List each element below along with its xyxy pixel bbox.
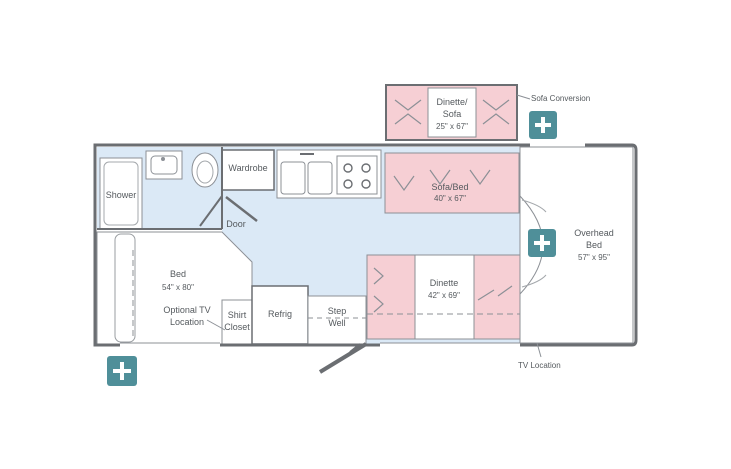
interior-walls — [97, 147, 223, 230]
step-well-label-line1: Step — [328, 306, 347, 316]
leader-lines — [206, 94, 542, 358]
dinette-label: Dinette — [430, 278, 459, 288]
sofa-bed-seat — [384, 152, 520, 214]
refrigerator — [251, 285, 309, 345]
entry-door — [318, 342, 368, 374]
dinette-sofa-label-line2: Sofa — [443, 109, 462, 119]
kitchen-sink-right — [307, 161, 333, 195]
sofa-bed-dimensions: 40" x 67" — [434, 194, 466, 203]
cab-seat-marks — [521, 199, 547, 288]
refrig-label: Refrig — [268, 309, 292, 319]
kitchen-sink-left — [280, 161, 306, 195]
dinette-table-slideout — [427, 87, 477, 138]
door-label: Door — [226, 219, 246, 229]
shirt-closet-label-line2: Closet — [224, 322, 250, 332]
dinette-seat-right — [473, 254, 521, 340]
windows — [120, 143, 585, 347]
bed-label: Bed — [170, 269, 186, 279]
bed-dimensions: 54" x 80" — [162, 283, 194, 292]
plus-icon[interactable] — [529, 111, 557, 139]
shower-pan — [103, 161, 139, 226]
plus-icon[interactable] — [107, 356, 137, 386]
sofa-bed-label: Sofa/Bed — [431, 182, 468, 192]
toilet-bowl — [196, 160, 214, 184]
seat-cushion-marks — [373, 169, 513, 313]
sofa-conversion-label: Sofa Conversion — [531, 94, 590, 103]
slideout-cushion-marks — [394, 99, 510, 125]
entry-door-hinge — [349, 343, 361, 353]
plus-icon[interactable] — [528, 229, 556, 257]
bed-pillow — [114, 233, 136, 343]
wardrobe-label: Wardrobe — [228, 163, 267, 173]
dinette-seat-left — [366, 254, 416, 340]
step-well-label-line2: Well — [328, 318, 345, 328]
bath-door — [225, 196, 258, 222]
dinette-table — [414, 254, 475, 340]
dinette-dimensions: 42" x 69" — [428, 291, 460, 300]
tv-location-label: TV Location — [518, 361, 561, 370]
optional-tv-label-line1: Optional TV — [163, 305, 210, 315]
shirt-closet-label-line1: Shirt — [228, 310, 247, 320]
wardrobe — [221, 149, 275, 191]
bath-sink-basin — [150, 155, 178, 175]
bath-faucet — [161, 157, 165, 161]
dinette-sofa-label-line1: Dinette/ — [436, 97, 468, 107]
shower-label: Shower — [106, 190, 137, 200]
window-lines — [120, 146, 585, 344]
optional-tv-label-line2: Location — [170, 317, 204, 327]
overhead-bed-label-line1: Overhead — [574, 228, 614, 238]
stove — [336, 155, 378, 195]
overhead-bed-label-line2: Bed — [586, 240, 602, 250]
overhead-bed-dimensions: 57" x 95" — [578, 253, 610, 262]
dinette-sofa-dimensions: 25" x 67" — [436, 122, 468, 131]
outer-wall — [93, 143, 638, 347]
stove-burners — [343, 163, 371, 189]
